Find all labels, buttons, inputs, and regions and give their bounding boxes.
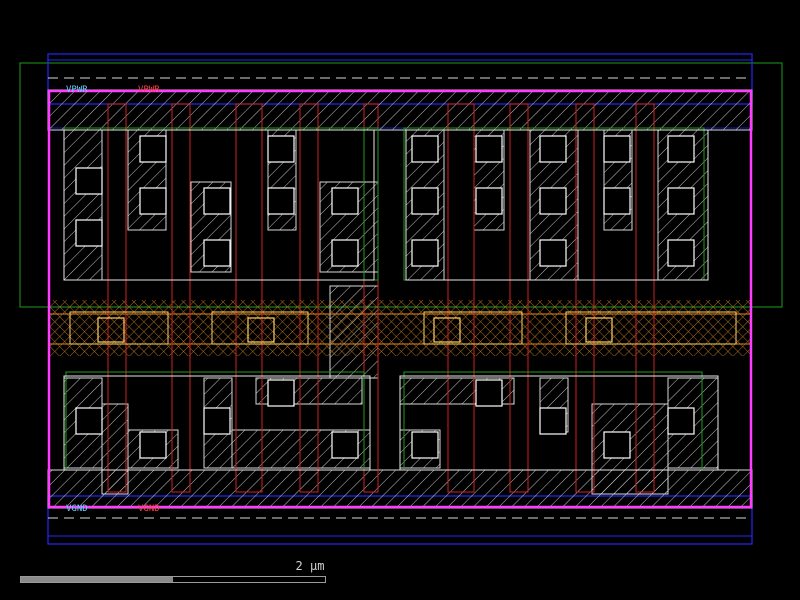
cell-boundary — [47, 89, 753, 509]
scale-bar-fill — [21, 577, 173, 582]
tap-band-cross — [48, 300, 752, 356]
scale-bar — [20, 576, 326, 583]
poly-gates — [107, 103, 655, 493]
outline-overlays — [63, 129, 719, 471]
pin-label-vgnd-b: VGND — [138, 504, 160, 514]
scale-bar-label: 2 µm — [295, 559, 325, 573]
pin-label-vgnd-a: VGND — [66, 504, 88, 514]
contacts — [75, 135, 695, 459]
pin-label-vpwr-b: VPWR — [138, 85, 160, 95]
pin-label-vpwr-a: VPWR — [66, 85, 88, 95]
gate-contacts — [69, 311, 737, 345]
